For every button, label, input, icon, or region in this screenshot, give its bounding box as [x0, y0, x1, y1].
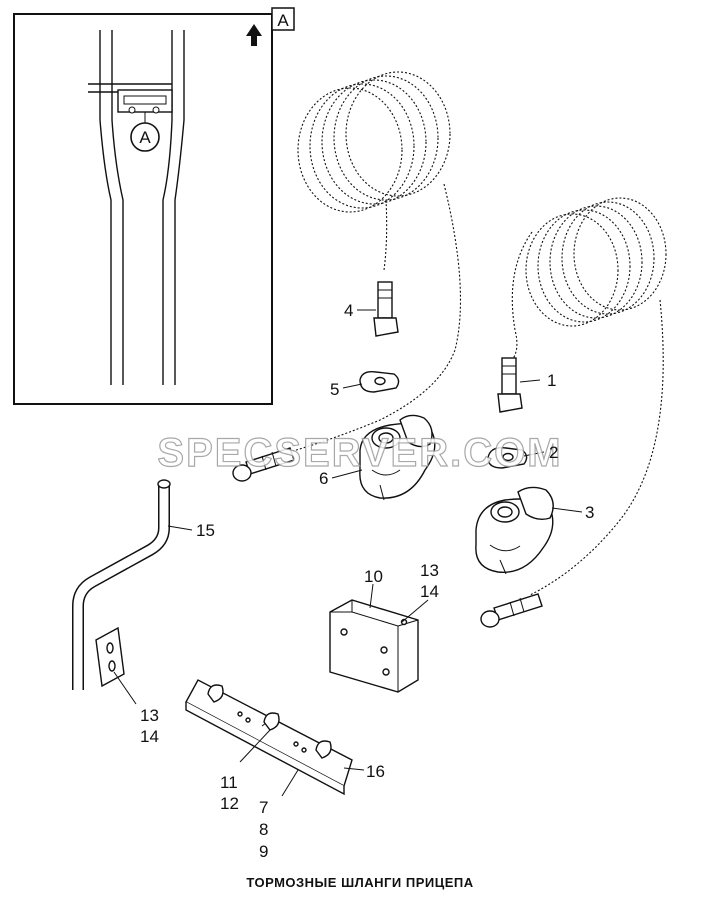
callout-11: 11: [220, 773, 238, 792]
callout-10: 10: [364, 567, 383, 586]
callout-5: 5: [330, 380, 339, 399]
callout-1: 1: [547, 371, 556, 390]
callout-8: 8: [259, 820, 268, 839]
washer-2: [487, 447, 528, 469]
callout-16: 16: [366, 762, 385, 781]
inset-view-a: A A: [13, 7, 295, 405]
callout-12: 12: [220, 794, 239, 813]
coiled-hose-right: [511, 197, 667, 596]
coupling-head-6: [359, 414, 436, 501]
detail-label: A: [139, 128, 151, 147]
washer-5: [359, 370, 400, 393]
bolt-4: [373, 281, 399, 337]
plate-16: [185, 679, 353, 796]
arrow-up-icon: [246, 24, 262, 46]
callout-15: 15: [196, 521, 215, 540]
pipe-bracket-15: [72, 479, 171, 690]
bracket-10: [329, 599, 419, 693]
callout-9: 9: [259, 842, 268, 861]
bolt-1: [497, 357, 523, 413]
callout-13b: 13: [140, 706, 159, 725]
diagram-caption: ТОРМОЗНЫЕ ШЛАНГИ ПРИЦЕПА: [246, 875, 473, 890]
callout-7: 7: [259, 798, 268, 817]
callout-4: 4: [344, 301, 353, 320]
hose-fitting-right: [480, 593, 543, 628]
leader-lines: [113, 309, 583, 797]
view-label: A: [277, 11, 289, 30]
callout-6: 6: [319, 469, 328, 488]
callouts: 1 2 3 4 5 6 10 13 14 15 13 14 11 12 7 8 …: [140, 301, 594, 861]
watermark: SPECSERVER.COM: [157, 431, 562, 475]
coiled-hose-left: [259, 71, 462, 461]
coupling-head-3: [475, 486, 554, 575]
callout-2: 2: [549, 443, 558, 462]
callout-3: 3: [585, 503, 594, 522]
hose-fitting-left: [232, 447, 295, 482]
callout-13a: 13: [420, 561, 439, 580]
callout-14a: 14: [420, 582, 439, 601]
callout-14b: 14: [140, 727, 159, 746]
